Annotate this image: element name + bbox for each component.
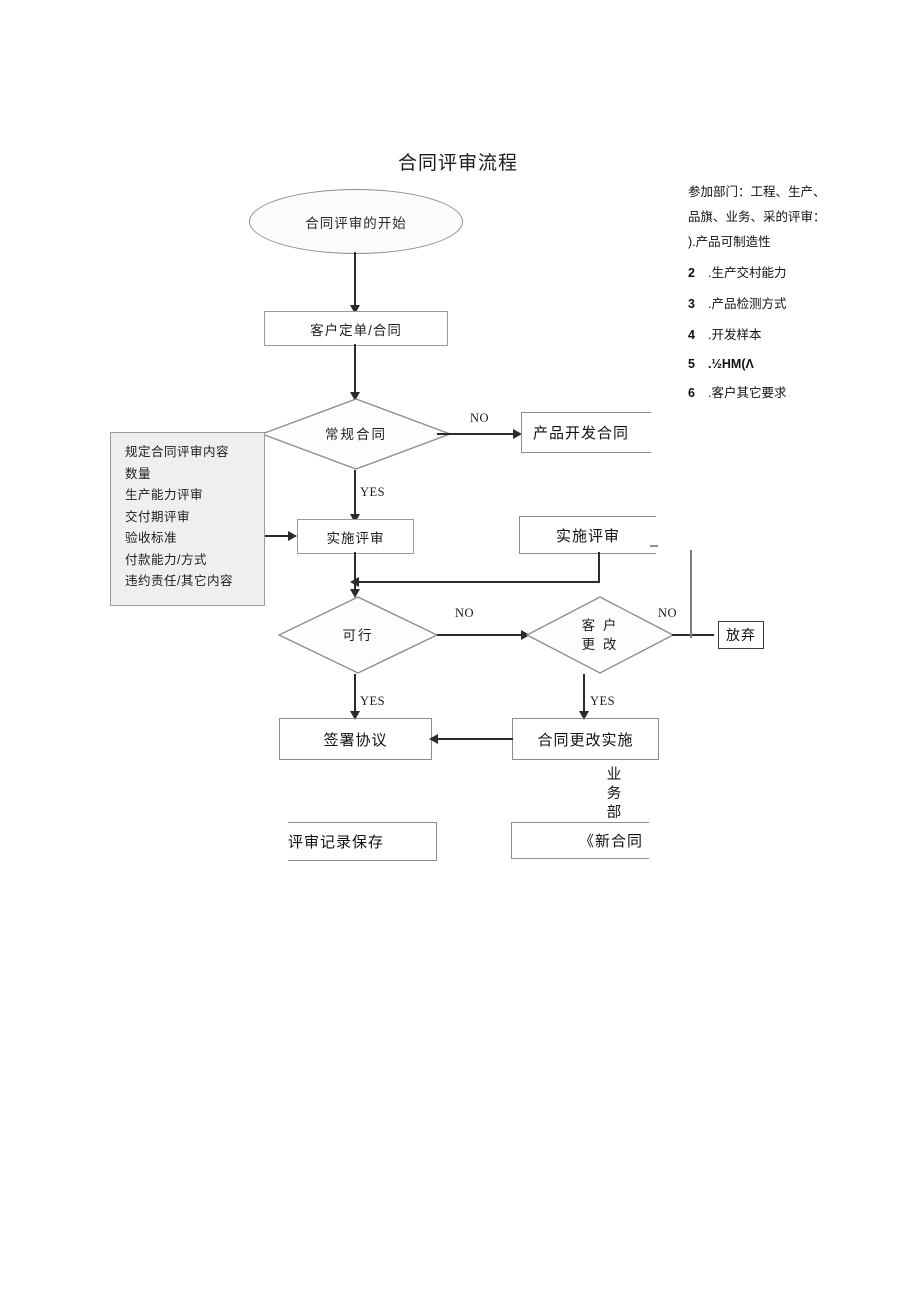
node-customer-order: 客户定单/合同 xyxy=(264,311,448,346)
arrowhead-start-to-order xyxy=(350,305,360,314)
review-content-item-4: 交付期评审 xyxy=(125,509,191,524)
connector-right-review-down xyxy=(598,552,600,583)
node-abandon: 放弃 xyxy=(718,621,764,649)
connector-customer-change-no xyxy=(672,634,714,636)
note-item-6-num: 6 xyxy=(688,386,695,400)
note-item-3-num: 3 xyxy=(688,297,695,311)
edge-label-no-2: NO xyxy=(455,606,475,620)
connector-right-review-left xyxy=(356,581,599,583)
connector-regular-yes xyxy=(354,470,356,520)
tab-box-right-tick xyxy=(650,545,658,547)
arrowhead-panel-to-implement-review xyxy=(288,531,297,541)
connector-implement-to-feasible xyxy=(354,552,356,594)
review-content-item-7: 违约责任/其它内容 xyxy=(125,574,233,588)
note-item-1: ).产品可制造性 xyxy=(688,230,913,255)
note-item-2-num: 2 xyxy=(688,266,695,280)
note-item-2: 2 .生产交村能力 xyxy=(688,261,913,286)
arrowhead-regular-no xyxy=(513,429,522,439)
note-item-4-num: 4 xyxy=(688,328,695,342)
node-new-contract: 《新合同 xyxy=(511,822,649,859)
diamond-shape-icon xyxy=(526,596,674,674)
note-item-4: 4 .开发样本 xyxy=(688,323,913,348)
arrowhead-order-to-regular xyxy=(350,392,360,401)
connector-feasible-no xyxy=(437,634,527,636)
connector-order-to-regular xyxy=(354,344,356,394)
arrowhead-customer-change-yes xyxy=(579,711,589,720)
page-title: 合同评审流程 xyxy=(398,153,519,174)
connector-regular-no xyxy=(437,433,517,435)
note-item-3: 3 .产品检测方式 xyxy=(688,292,913,317)
note-item-2-label: .生产交村能力 xyxy=(708,266,787,280)
arrowhead-change-to-sign xyxy=(429,734,438,744)
note-item-1-text: ) xyxy=(688,235,693,249)
node-decision-customer-change: 客 户 更 改 xyxy=(526,596,674,674)
business-department-text: 业务部 xyxy=(606,767,622,821)
node-contract-change-implement: 合同更改实施 xyxy=(512,718,659,760)
connector-feasible-yes xyxy=(354,674,356,717)
connector-customer-change-yes xyxy=(583,674,585,717)
edge-label-yes-3: YES xyxy=(590,694,616,708)
note-item-4-label: .开发样本 xyxy=(708,328,762,342)
note-item-3-label: .产品检测方式 xyxy=(708,297,787,311)
review-content-item-2: 数量 xyxy=(125,466,152,481)
arrowhead-regular-yes xyxy=(350,514,360,523)
diamond-shape-icon xyxy=(278,596,438,674)
node-decision-feasible: 可行 xyxy=(278,596,438,674)
customer-change-line-1: 客 户 xyxy=(581,618,619,633)
note-item-5-num: 5 xyxy=(688,357,695,371)
review-content-item-5: 验收标准 xyxy=(125,531,178,545)
connector-vertical-right-rail xyxy=(690,550,692,638)
node-decision-regular-contract: 常规合同 xyxy=(261,398,451,470)
note-item-6-label: .客户其它要求 xyxy=(708,386,787,400)
participating-departments-note: 参加部门：工程、生产、 品旗、业务、采的评审： ).产品可制造性 2 .生产交村能… xyxy=(688,180,913,406)
note-item-5: 5 .½HM(Λ xyxy=(688,352,913,377)
decision-feasible-label: 可行 xyxy=(342,627,374,643)
edge-label-no-3: NO xyxy=(658,606,678,620)
customer-change-line-2: 更 改 xyxy=(581,637,619,652)
arrowhead-feasible-yes xyxy=(350,711,360,720)
decision-regular-contract-label: 常规合同 xyxy=(325,426,387,442)
arrowhead-implement-to-feasible xyxy=(350,589,360,598)
review-content-item-6: 付款能力/方式 xyxy=(125,552,207,567)
edge-label-yes-1: YES xyxy=(360,485,386,499)
note-header-line-2: 品旗、业务、采的评审： xyxy=(688,210,826,224)
note-item-6: 6 .客户其它要求 xyxy=(688,381,913,406)
note-item-1-label: .产品可制造性 xyxy=(692,235,771,249)
diamond-shape-icon xyxy=(261,398,451,470)
review-content-item-3: 生产能力评审 xyxy=(125,488,204,502)
connector-panel-to-implement-review xyxy=(265,535,295,537)
node-sign-agreement: 签署协议 xyxy=(279,718,432,760)
node-implement-review-left: 实施评审 xyxy=(297,519,414,554)
note-header-line-1: 参加部门：工程、生产、 xyxy=(688,185,826,199)
connector-change-to-sign xyxy=(435,738,513,740)
edge-label-yes-2: YES xyxy=(360,694,386,708)
node-review-record-keep: 评审记录保存 xyxy=(288,822,437,861)
node-product-development-contract: 产品开发合同 xyxy=(521,412,651,453)
connector-start-to-order xyxy=(354,252,356,307)
label-business-department: 业务部 xyxy=(605,766,623,823)
review-content-panel: 规定合同评审内容 数量 生产能力评审 交付期评审 验收标准 付款能力/方式 违约… xyxy=(110,432,265,606)
node-start: 合同评审的开始 xyxy=(249,189,463,254)
node-implement-review-right: 实施评审 xyxy=(519,516,656,554)
note-item-5-label: .½HM(Λ xyxy=(708,357,754,371)
review-content-item-1: 规定合同评审内容 xyxy=(125,445,230,459)
decision-customer-change-label: 客 户 更 改 xyxy=(526,596,674,674)
edge-label-no-1: NO xyxy=(470,411,490,425)
